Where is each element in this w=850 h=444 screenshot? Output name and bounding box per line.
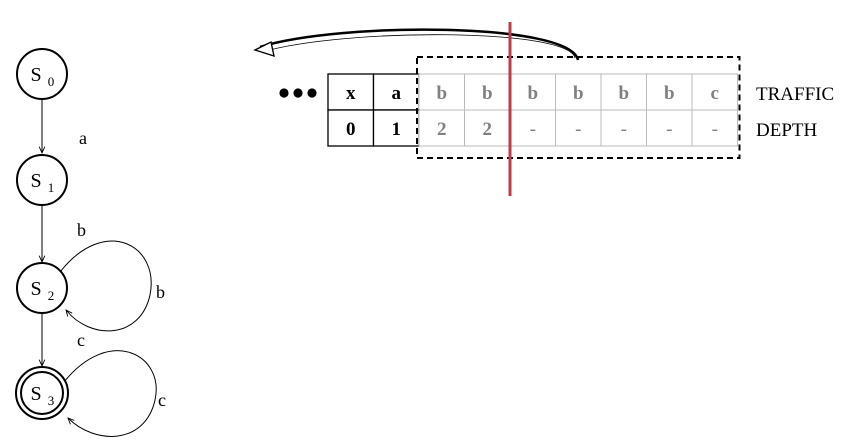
state-s1: S 1	[16, 154, 68, 206]
row-label-traffic: TRAFFIC	[756, 84, 834, 105]
tape-cell-value: -	[712, 119, 718, 140]
edge-label-s2-s3: c	[77, 330, 85, 350]
tape-cell	[691, 109, 738, 147]
tape-grid: x a b b b b b b c 0 1 2 2 - - - - -	[327, 73, 738, 147]
edge-label-self-s3: c	[158, 390, 166, 410]
tape-cell	[691, 73, 738, 111]
tape-cell-value: a	[392, 83, 402, 104]
tape-cell	[372, 109, 420, 147]
tape-cell-value: b	[527, 83, 538, 104]
tape-cell-value: 0	[346, 119, 356, 140]
sliding-window	[416, 56, 741, 159]
tape-cell	[464, 109, 511, 147]
tape-cell-value: -	[666, 119, 672, 140]
shift-arrow	[259, 28, 580, 61]
state-s3-sub: 3	[48, 393, 55, 408]
state-s0-label: S	[30, 64, 41, 86]
state-s3-label: S	[30, 383, 41, 405]
edge-label-s1-s2: b	[77, 220, 86, 240]
tape-cell	[327, 73, 375, 111]
edge-label-s0-s1: a	[79, 128, 87, 148]
state-s2-sub: 2	[48, 288, 55, 303]
self-loop-s3	[63, 350, 157, 437]
tape-cell	[555, 109, 602, 147]
tape-cell	[600, 73, 647, 111]
row-label-depth: DEPTH	[756, 120, 818, 141]
shift-arrow-head	[253, 40, 275, 58]
state-s2: S 2	[16, 262, 68, 314]
shift-arrow-outline	[261, 34, 576, 59]
tape-cell	[418, 109, 465, 147]
state-s1-label: S	[30, 170, 41, 192]
tape-cell-value: -	[575, 119, 581, 140]
tape-cell-value: b	[482, 83, 493, 104]
tape-cell-value: 2	[483, 119, 493, 140]
tape-cell-value: b	[664, 83, 675, 104]
tape-cell-value: 2	[437, 119, 447, 140]
tape-cell-value: -	[621, 119, 627, 140]
state-s1-sub: 1	[48, 180, 55, 195]
state-s2-label: S	[30, 278, 41, 300]
state-s0: S 0	[16, 48, 68, 100]
tape-cell-value: 1	[392, 119, 402, 140]
tape-cell-value: c	[711, 83, 719, 104]
edge-label-self-s2: b	[156, 282, 165, 302]
state-s3: S 3	[15, 366, 69, 420]
tape-cell-value: -	[530, 119, 536, 140]
tape-ellipsis	[279, 88, 317, 98]
tape-cell	[646, 109, 693, 147]
self-loop-s2	[59, 240, 152, 332]
state-s0-sub: 0	[48, 74, 55, 89]
tape-cell-value: b	[436, 83, 447, 104]
tape-cell-value: b	[618, 83, 629, 104]
tape-cell-value: b	[573, 83, 584, 104]
tape-cell-value: x	[346, 83, 356, 104]
tape-cell	[600, 109, 647, 147]
